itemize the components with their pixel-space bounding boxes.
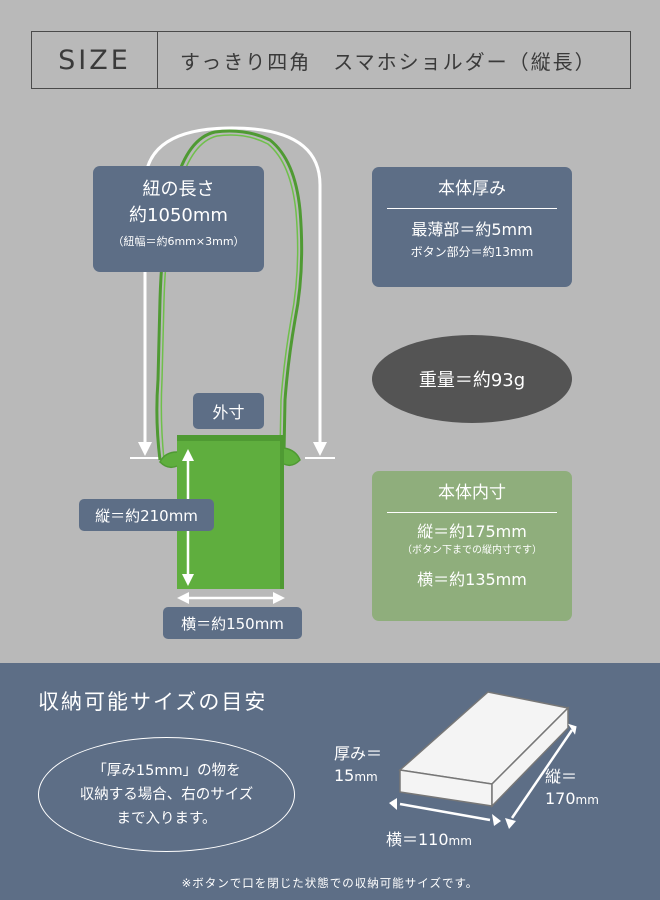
- thickness-title: 本体厚み: [438, 179, 506, 199]
- box-length-label: 縦＝ 170mm: [545, 767, 599, 808]
- strap-length: 約1050mm: [129, 205, 228, 226]
- box-side: [491, 706, 569, 808]
- button-thickness-value: ボタン部分＝約13mm: [410, 245, 534, 259]
- inner-width-value: 横＝約135mm: [417, 570, 527, 589]
- outer-size-tag: 外寸: [193, 393, 264, 429]
- strap-length-panel: 紐の長さ 約1050mm （紐幅＝約6mm×3mm）: [93, 166, 264, 272]
- inner-height-value: 縦＝約175mm: [417, 522, 527, 541]
- size-label: SIZE: [32, 32, 158, 88]
- strap-title: 紐の長さ: [142, 179, 215, 200]
- divider: [387, 512, 557, 513]
- strap-arrow-right: [313, 442, 327, 456]
- storage-line: 収納する場合、右のサイズ: [79, 786, 254, 803]
- box-width-arrow: [399, 802, 491, 822]
- header-box: SIZE すっきり四角 スマホショルダー（縦長）: [31, 31, 631, 89]
- box-length-arrow: [510, 729, 574, 819]
- outer-height-tag: 縦＝約210mm: [79, 499, 214, 531]
- storage-box-illustration: [389, 691, 577, 829]
- product-name: すっきり四角 スマホショルダー（縦長）: [180, 49, 597, 74]
- thickness-panel: 本体厚み 最薄部＝約5mm ボタン部分＝約13mm: [372, 167, 572, 287]
- storage-description: 「厚み15mm」の物を 収納する場合、右のサイズ まで入ります。: [38, 737, 295, 852]
- inner-height-note: （ボタン下までの縦内寸です）: [402, 545, 542, 556]
- storage-note: ※ボタンで口を閉じた状態での収納可能サイズです。: [181, 876, 479, 890]
- strap-detail: （紐幅＝約6mm×3mm）: [112, 235, 245, 248]
- outer-width-tag: 横＝約150mm: [163, 607, 302, 639]
- box-depth-label: 厚み＝ 15mm: [334, 744, 383, 785]
- storage-line: まで入ります。: [116, 810, 217, 827]
- weight-badge: 重量＝約93g: [372, 335, 572, 423]
- strap-arrow-left: [138, 442, 152, 456]
- strap-length-line: [143, 126, 322, 450]
- inner-size-panel: 本体内寸 縦＝約175mm （ボタン下までの縦内寸です） 横＝約135mm: [372, 471, 572, 621]
- storage-line: 「厚み15mm」の物を: [92, 762, 241, 779]
- inner-size-title: 本体内寸: [438, 483, 506, 503]
- thinnest-value: 最薄部＝約5mm: [411, 220, 533, 239]
- divider: [387, 208, 557, 209]
- storage-title: 収納可能サイズの目安: [38, 690, 268, 714]
- box-width-label: 横＝110mm: [386, 830, 472, 849]
- strap: [155, 129, 304, 461]
